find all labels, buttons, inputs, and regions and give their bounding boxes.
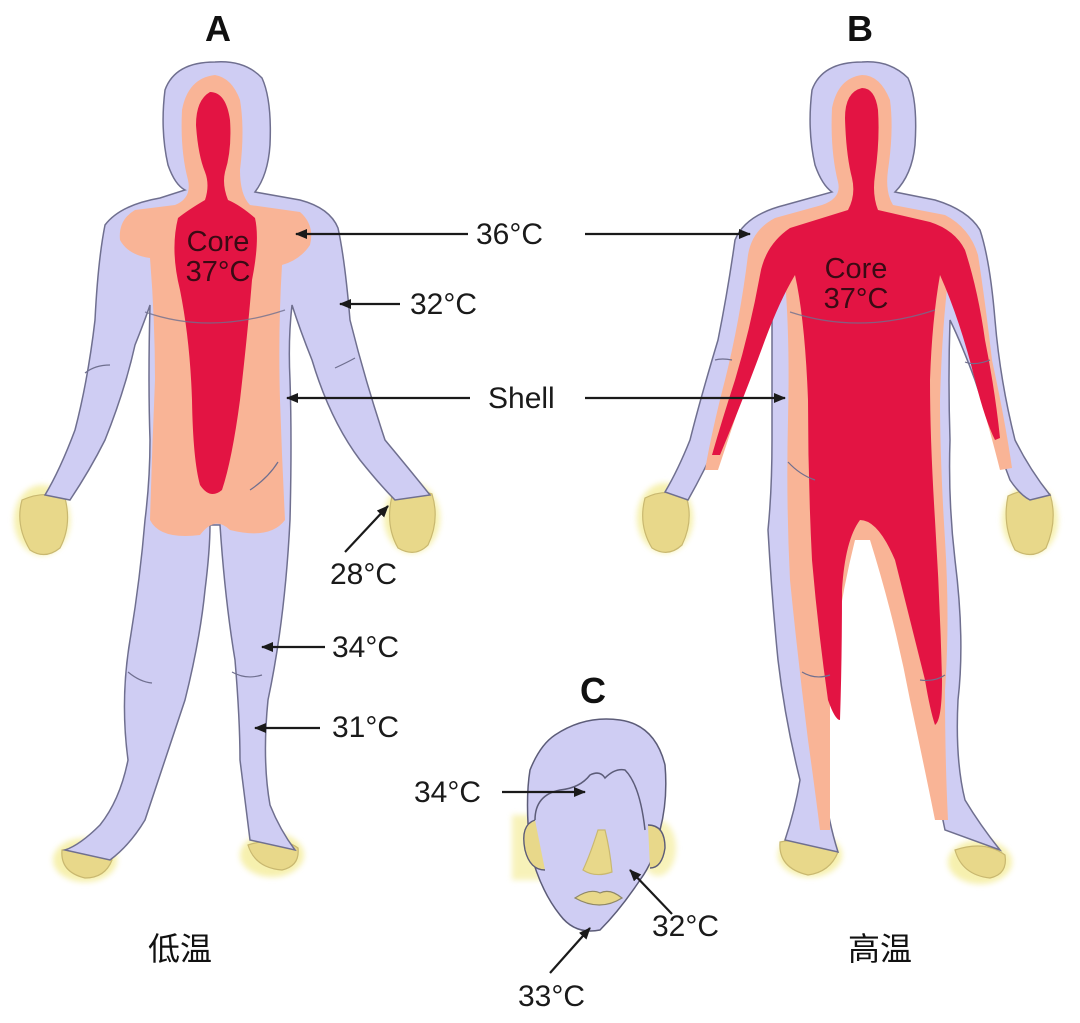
hand-right-b [1002,485,1058,556]
mouth-c [573,890,624,906]
annotation-arrows [254,229,786,974]
panel-label-c: C [580,670,606,711]
core-temp-b: 37°C [823,283,889,316]
panel-label-b: B [847,8,873,49]
core-text-a: Core [186,226,250,258]
ear-right-c [647,824,666,869]
core-a [174,92,257,494]
temp-forehead: 34°C [414,776,482,809]
core-label-a: Core 37°C [186,227,251,288]
panel-label-a: A [205,8,231,49]
temp-upper-arm: 32°C [410,288,478,321]
foot-right-b [948,840,1012,884]
caption-cold: 低温 [147,930,213,968]
temp-shoulder: 36°C [476,218,544,251]
hand-left-a [14,485,70,556]
nose-c [582,829,613,876]
core-b [712,88,1000,725]
hand-left-b [637,483,693,553]
body-figure-a [14,61,440,882]
temp-chin: 33°C [518,980,586,1013]
core-text-b: Core [824,253,888,285]
face-figure-c [512,718,676,932]
caption-hot: 高温 [847,930,913,968]
temp-calf: 31°C [332,711,400,744]
core-temp-a: 37°C [185,256,251,289]
ear-left-c [523,819,546,871]
label-shell: Shell [488,382,555,415]
temp-thigh: 34°C [332,631,400,664]
body-figure-b [637,61,1058,884]
temp-cheek: 32°C [652,910,720,943]
core-label-b: Core 37°C [824,254,889,315]
hand-right-a [384,483,440,553]
temp-hand: 28°C [330,558,398,591]
